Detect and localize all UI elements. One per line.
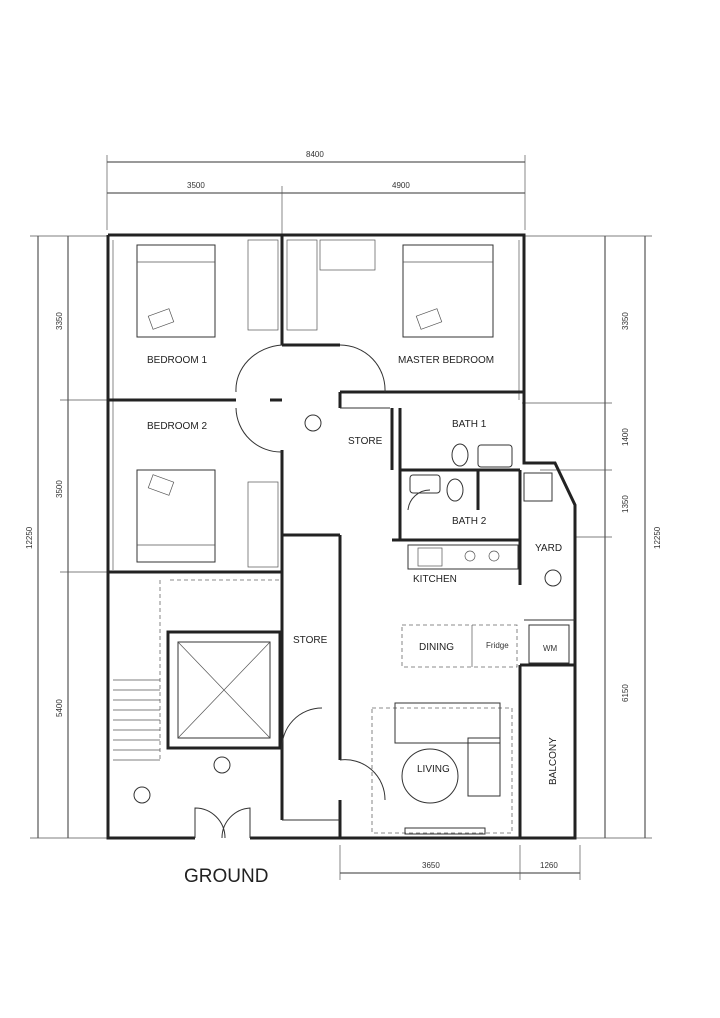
kitchen-counter	[407, 544, 519, 570]
dim-left-total: 12250	[25, 526, 34, 549]
dim-left-1: 3350	[55, 312, 64, 330]
label-fridge: Fridge	[486, 641, 509, 650]
label-bath-1: BATH 1	[452, 419, 487, 430]
label-balcony: BALCONY	[548, 737, 559, 785]
dining-area	[401, 624, 570, 668]
label-yard: YARD	[535, 543, 562, 554]
doors	[194, 344, 431, 839]
label-bedroom-2: BEDROOM 2	[147, 421, 207, 432]
label-bath-2: BATH 2	[452, 516, 487, 527]
bath-fixtures	[409, 443, 553, 502]
dim-right-2: 1400	[621, 428, 630, 446]
dim-top-left: 3500	[187, 181, 205, 190]
label-dining: DINING	[419, 642, 454, 653]
interior-walls	[108, 235, 575, 838]
beds	[136, 244, 494, 563]
label-master-bedroom: MASTER BEDROOM	[398, 355, 494, 366]
dim-right-1: 3350	[621, 312, 630, 330]
label-kitchen: KITCHEN	[413, 574, 457, 585]
label-bedroom-1: BEDROOM 1	[147, 355, 207, 366]
room-labels: BEDROOM 1 MASTER BEDROOM BEDROOM 2 STORE…	[147, 355, 562, 785]
dim-right-3: 1350	[621, 495, 630, 513]
plan-title: GROUND	[184, 866, 268, 887]
dim-bottom-1: 3650	[422, 861, 440, 870]
label-store-lower: STORE	[293, 635, 328, 646]
dim-right-4: 6150	[621, 684, 630, 702]
dim-left-3: 5400	[55, 699, 64, 717]
dim-top-total: 8400	[306, 150, 324, 159]
lift-shaft	[166, 630, 282, 750]
dim-bottom-2: 1260	[540, 861, 558, 870]
label-living: LIVING	[417, 764, 450, 775]
living-area	[371, 702, 513, 835]
wardrobes	[247, 239, 376, 568]
dim-left-2: 3500	[55, 480, 64, 498]
label-wm: WM	[543, 644, 558, 653]
dimension-labels: 8400 3500 4900 3350 3500 5400 12250 3350…	[25, 150, 662, 870]
staircase	[113, 579, 280, 761]
dim-right-total: 12250	[653, 526, 662, 549]
people-symbols	[133, 414, 562, 804]
dim-top-right: 4900	[392, 181, 410, 190]
label-store-upper: STORE	[348, 436, 383, 447]
dimension-lines	[30, 155, 652, 880]
